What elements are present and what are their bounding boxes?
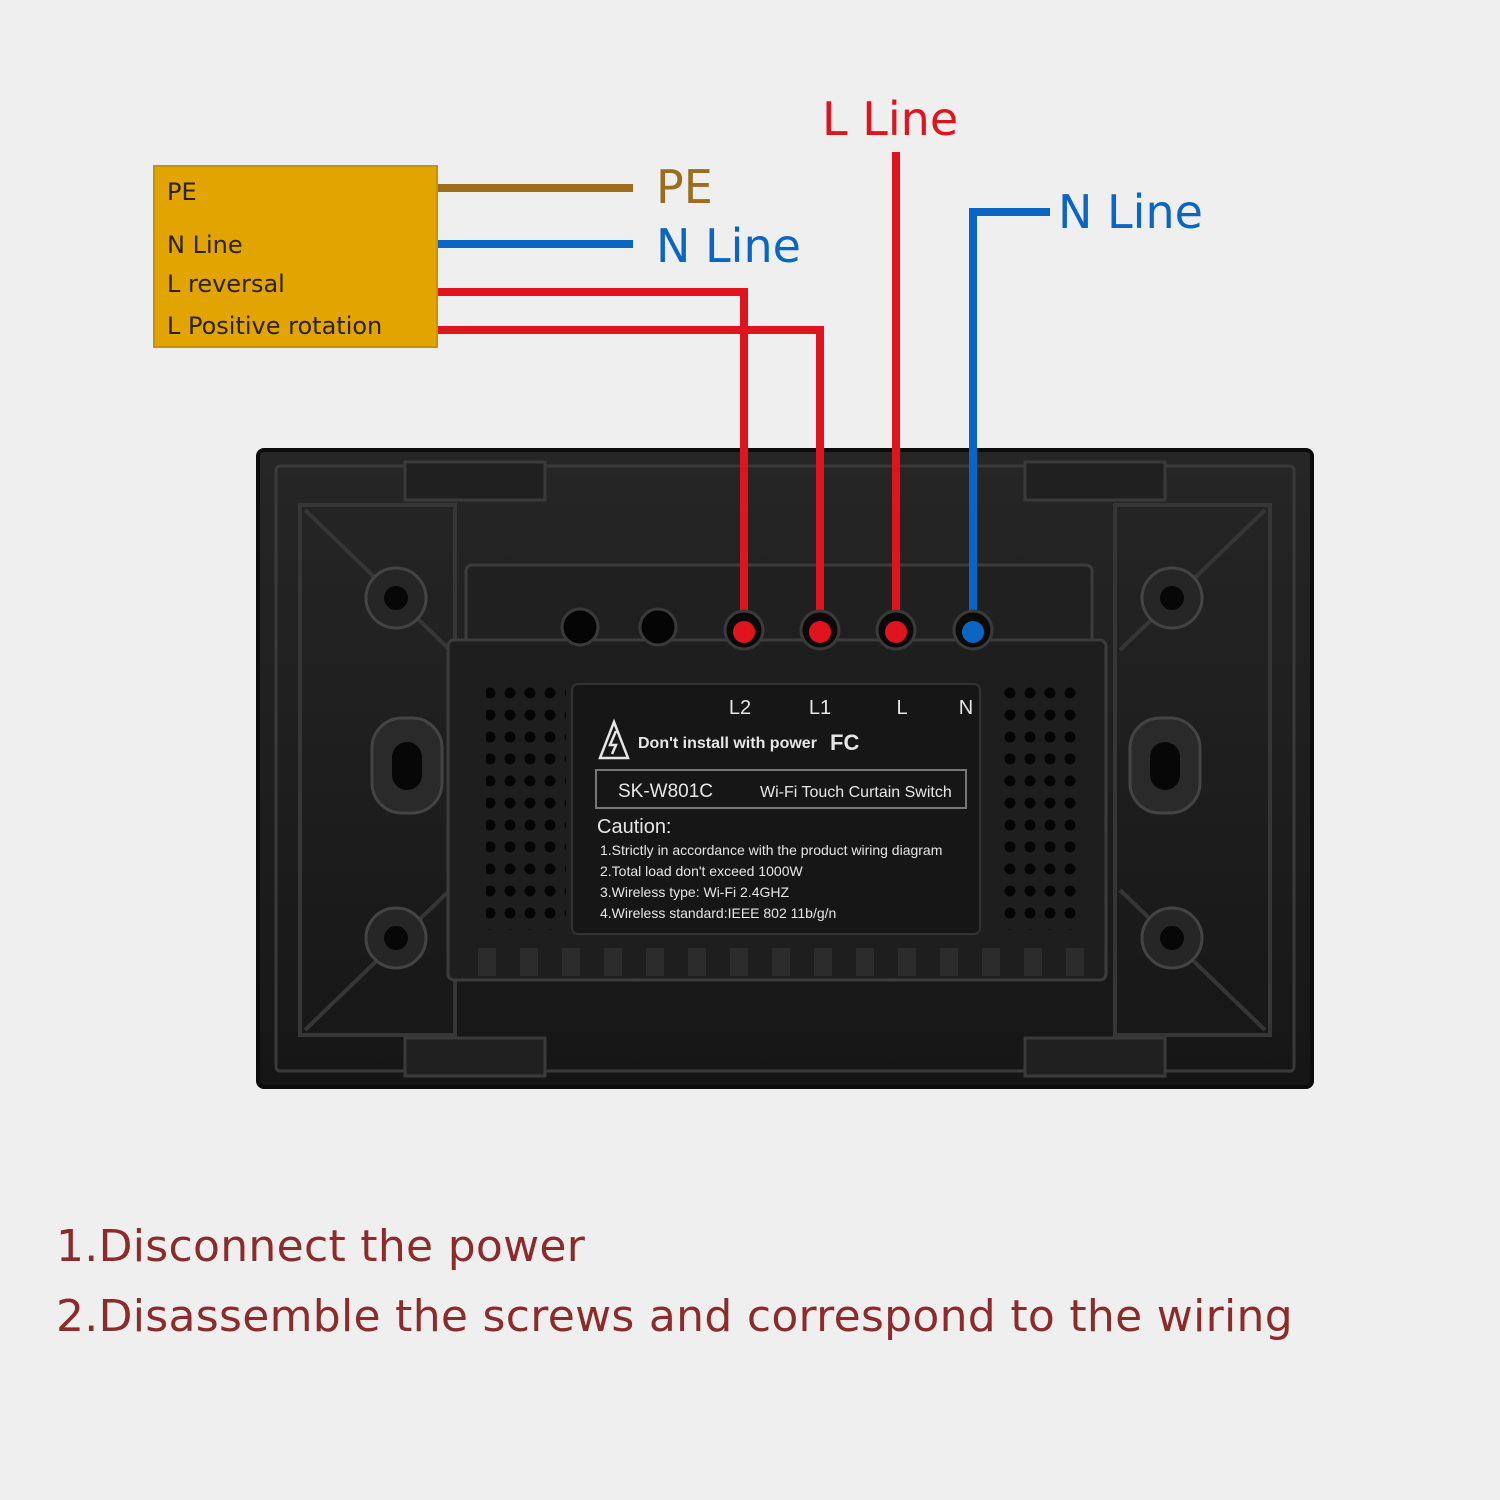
terminal-n-dot <box>962 621 984 643</box>
warning-text: Don't install with power <box>638 735 817 752</box>
terminal-label-n: N <box>959 697 973 719</box>
caution-line-1: 1.Strictly in accordance with the produc… <box>600 842 942 858</box>
motor-label-l-positive: L Positive rotation <box>167 312 382 340</box>
instruction-step-1: 1.Disconnect the power <box>56 1221 586 1272</box>
screw-holes <box>364 566 1204 970</box>
terminals <box>723 609 994 651</box>
l-line-label: L Line <box>822 92 958 146</box>
product-name: Wi-Fi Touch Curtain Switch <box>760 784 952 801</box>
terminal-label-l2: L2 <box>729 697 751 719</box>
caution-line-2: 2.Total load don't exceed 1000W <box>600 863 803 879</box>
n-wire-label-left: N Line <box>656 219 801 273</box>
wires <box>437 152 1050 632</box>
terminal-l-dot <box>885 621 907 643</box>
motor-box: PE N Line L reversal L Positive rotation <box>153 165 438 348</box>
l-positive-wire <box>437 326 824 632</box>
motor-label-pe: PE <box>167 178 197 206</box>
motor-label-l-reversal: L reversal <box>167 270 285 298</box>
terminal-label-l1: L1 <box>809 697 831 719</box>
terminal-l2-dot <box>733 621 755 643</box>
electric-warning-icon <box>598 718 630 760</box>
n-line-wire <box>969 208 1050 632</box>
motor-label-n-line: N Line <box>167 231 243 259</box>
terminal-l1-dot <box>809 621 831 643</box>
vent-grid-left <box>486 680 566 930</box>
pe-wire-label: PE <box>656 160 713 214</box>
installation-instructions: 1.Disconnect the power 2.Disassemble the… <box>56 1212 1293 1352</box>
caution-title: Caution: <box>597 816 672 838</box>
instruction-step-2: 2.Disassemble the screws and correspond … <box>56 1291 1293 1342</box>
l-reversal-wire <box>437 288 748 632</box>
caution-line-3: 3.Wireless type: Wi-Fi 2.4GHZ <box>600 884 789 900</box>
n-wire-label-right: N Line <box>1058 185 1203 239</box>
vent-grid-right <box>996 680 1076 930</box>
terminal-label-l: L <box>896 697 907 719</box>
caution-line-4: 4.Wireless standard:IEEE 802 11b/g/n <box>600 905 836 921</box>
device-label: Don't install with power FC SK-W801C Wi-… <box>597 718 952 921</box>
fcc-mark: FC <box>830 730 859 755</box>
model-number: SK-W801C <box>618 781 713 802</box>
